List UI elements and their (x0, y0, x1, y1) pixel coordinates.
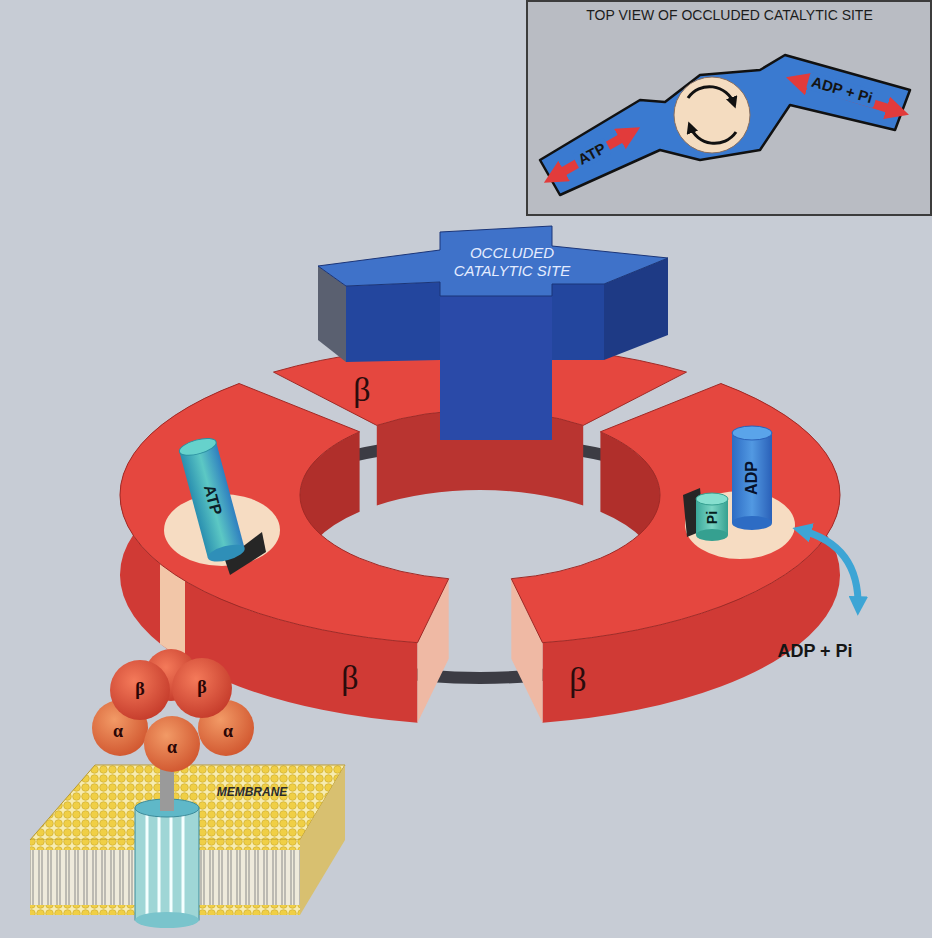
molecule-label: Pi (704, 510, 721, 523)
block-top (318, 226, 668, 296)
cylinder-body (179, 442, 244, 558)
molecule-label: ATP (199, 483, 226, 518)
membrane-side (300, 765, 345, 915)
beta-subunit: β (566, 657, 590, 704)
subunit-label: β (341, 658, 358, 699)
cylinder-base (732, 516, 772, 530)
rotor-stripe (146, 814, 149, 918)
flow-label: ADP + Pi (806, 72, 878, 109)
catalytic-pocket (674, 77, 750, 153)
molecule-label: ADP (742, 461, 761, 495)
cylinder-cap (732, 426, 772, 440)
flow-label: ATP (572, 138, 612, 171)
alpha-sphere (144, 716, 200, 772)
cylinder-base (206, 541, 246, 564)
beta-subunit-top (120, 384, 449, 643)
subunit-label: β (353, 370, 370, 411)
panel-heading: TOP VIEW OF OCCLUDED CATALYTIC SITE (586, 7, 873, 24)
rotation-arrow (688, 87, 734, 104)
beta-subunit: β (350, 367, 374, 414)
rotor-stripe (170, 814, 173, 918)
membrane-rotor (135, 808, 199, 920)
subunit-label: α (166, 737, 178, 759)
beta-subunit-top (511, 384, 840, 643)
beta-sphere (110, 660, 170, 720)
subunit-label: α (222, 721, 234, 743)
subunit-label: α (112, 721, 124, 743)
adp-cylinder: ADP (739, 458, 765, 498)
rotor-stripe (158, 814, 161, 918)
exchange-arrow (800, 530, 858, 608)
beta-sphere (172, 658, 232, 718)
cylinder-body (732, 433, 772, 523)
cylinder-cap (178, 435, 218, 458)
flow-label: ADP + Pi (777, 641, 854, 663)
block-front (552, 284, 604, 360)
rotation-arrow (690, 126, 736, 143)
cylinder-cap (696, 493, 728, 505)
block-front (440, 296, 552, 440)
rotor-base (135, 912, 199, 928)
pi-cylinder: Pi (701, 507, 724, 527)
adp-molecule (732, 426, 772, 530)
subunit-label: β (197, 677, 208, 699)
membrane-label: MEMBRANE (216, 785, 288, 800)
catalytic-channel (540, 55, 910, 195)
subunit-label: β (569, 660, 586, 701)
block-front (346, 282, 440, 362)
occluded-site-block: OCCLUDED CATALYTIC SITE (429, 241, 595, 283)
pi-molecule (696, 493, 728, 541)
beta-subunit: β (338, 655, 362, 702)
exchange-arrow (552, 132, 632, 178)
rotor-stripe (182, 814, 185, 918)
atp-molecule (178, 435, 247, 565)
cylinder-base (696, 529, 728, 541)
subunit-label: β (135, 679, 146, 701)
inset-panel (527, 1, 931, 215)
site-label: OCCLUDED CATALYTIC SITE (432, 244, 592, 280)
atp-cylinder: ATP (195, 479, 230, 521)
